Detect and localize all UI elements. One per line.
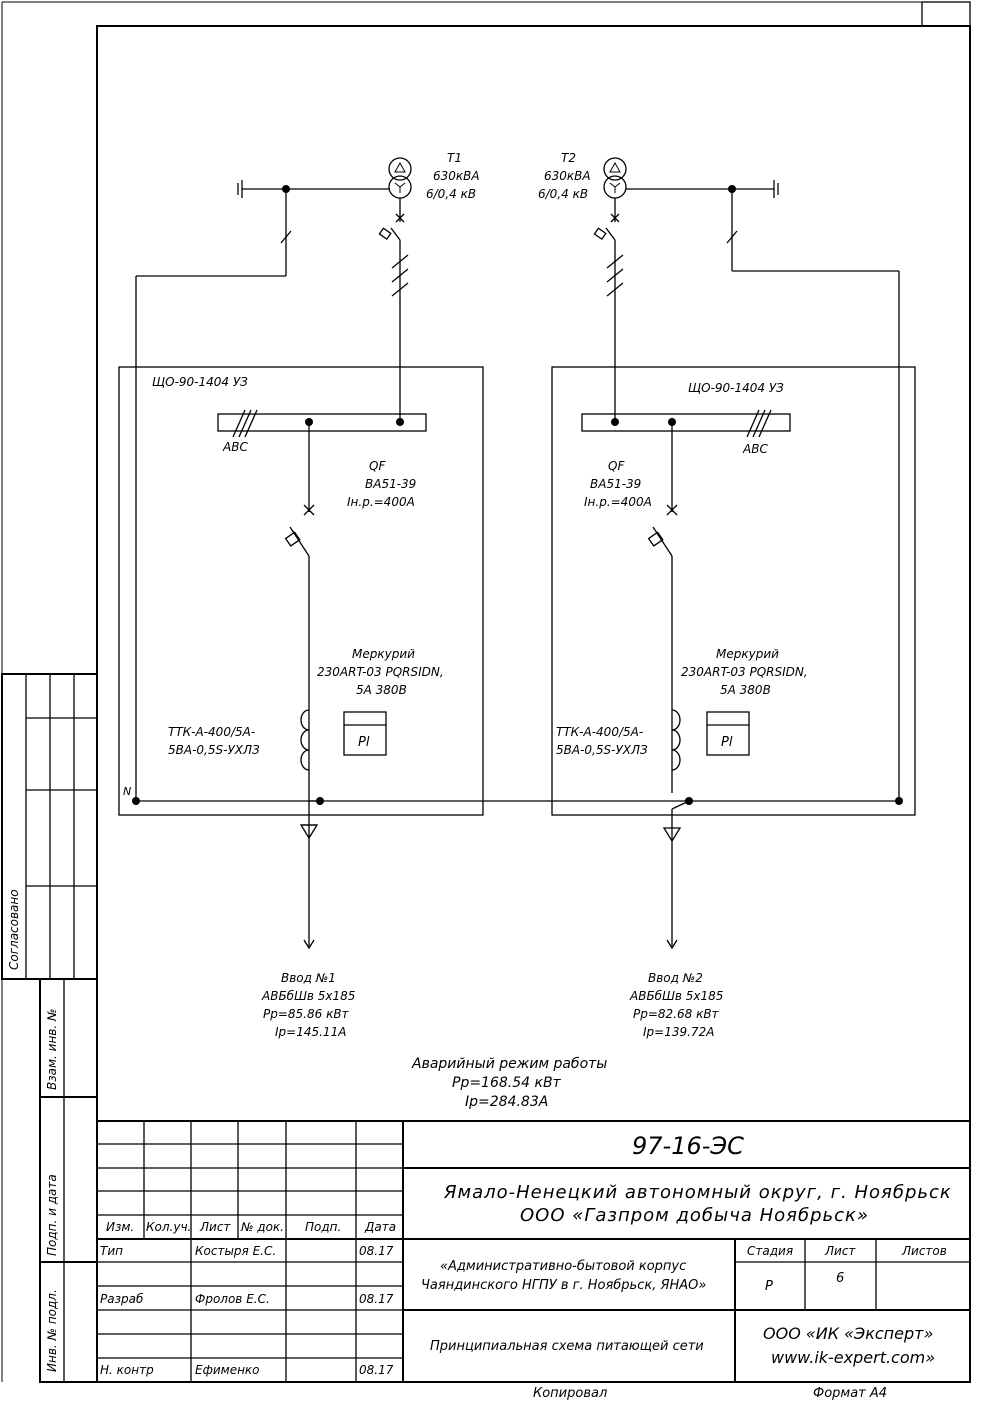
t1-name: T1: [447, 151, 462, 165]
row-role-1: Разраб: [100, 1292, 144, 1306]
input-2-power: Pp=82.68 кВт: [633, 1007, 720, 1021]
sheet-label: Лист: [824, 1244, 856, 1258]
panel-1: ЩО-90-1404 УЗ ABC QF ВА51-39 Iн.р.=400А …: [118, 366, 484, 816]
row-name-2: Ефименко: [195, 1363, 260, 1377]
row-date-0: 08.17: [359, 1244, 394, 1258]
panel-1-name: ЩО-90-1404 УЗ: [152, 375, 248, 389]
panel-2: ЩО-90-1404 УЗ ABC QF ВА51-39 Iн.р.=400А …: [551, 366, 916, 816]
panel-1-breaker-code: QF: [369, 459, 386, 473]
panel-2-ct-line1: ТТК-А-400/5А-: [556, 725, 643, 739]
agreed-label: Согласовано: [7, 889, 21, 970]
supply-network: T1 630кВА 6/0,4 кВ T2 630кВА 6/0,4 кВ: [135, 151, 900, 801]
sheets-label: Листов: [901, 1244, 947, 1258]
feeder-2: [662, 809, 682, 950]
col-doc: № док.: [240, 1220, 284, 1234]
panel-2-meter-model: 230ART-03 PQRSIDN,: [681, 665, 808, 679]
left-stamp: Согласовано Взам. инв. № Подп. и дата Ин…: [1, 673, 98, 1383]
panel-1-bus-phases: ABC: [222, 440, 248, 454]
panel-1-meter-rating: 5А 380В: [356, 683, 407, 697]
t2-voltage: 6/0,4 кВ: [538, 187, 588, 201]
t1-voltage: 6/0,4 кВ: [426, 187, 476, 201]
stage-label: Стадия: [747, 1244, 793, 1258]
row-role-2: Н. контр: [100, 1363, 154, 1377]
footer-format: Формат А4: [813, 1386, 887, 1401]
panel-1-busbar: [217, 413, 427, 432]
panel-2-busbar: [581, 413, 791, 432]
drawing-title: Принципиальная схема питающей сети: [430, 1339, 704, 1354]
feeder-1: [299, 801, 319, 950]
col-podp: Подп.: [305, 1220, 341, 1234]
row-date-1: 08.17: [359, 1292, 394, 1306]
t2-power: 630кВА: [544, 169, 591, 183]
panel-2-breaker-code: QF: [608, 459, 625, 473]
panel-2-meter-icon: Pl: [706, 711, 750, 756]
panel-1-breaker-icon: [284, 526, 310, 557]
neutral-label: N: [123, 785, 131, 798]
footer-copied: Копировал: [533, 1386, 607, 1401]
sheet-value: 6: [836, 1271, 844, 1286]
drawing-frame: [1, 1, 971, 1383]
col-izm: Изм.: [106, 1220, 134, 1234]
col-date: Дата: [364, 1220, 396, 1234]
t2-disconnector-icon: [593, 227, 616, 241]
row-name-0: Костыря Е.С.: [195, 1244, 276, 1258]
emergency-power: Pp=168.54 кВт: [452, 1075, 562, 1091]
panel-1-breaker-current: Iн.р.=400А: [347, 495, 415, 509]
transformer-t2-icon: [603, 157, 627, 199]
panel-2-breaker-type: ВА51-39: [590, 477, 641, 491]
neutral-bus: N: [123, 785, 903, 810]
emergency-current: Ip=284.83А: [465, 1094, 548, 1110]
panel-1-meter-model: 230ART-03 PQRSIDN,: [317, 665, 444, 679]
region: Ямало-Ненецкий автономный округ, г. Нояб…: [443, 1182, 952, 1203]
input-2-cable: АВБбШв 5х185: [629, 989, 723, 1003]
panel-1-meter-name: Меркурий: [352, 647, 415, 661]
doc-code: 97-16-ЭС: [632, 1132, 744, 1160]
col-list: Лист: [199, 1220, 231, 1234]
panel-2-name: ЩО-90-1404 УЗ: [688, 381, 784, 395]
input-2-current: Ip=139.72А: [643, 1025, 714, 1039]
svg-text:Pl: Pl: [721, 735, 733, 750]
t1-disconnector-icon: [378, 227, 401, 241]
panel-1-meter-icon: Pl: [343, 711, 387, 756]
row-role-0: Тип: [100, 1244, 123, 1258]
replaced-inv-label: Взам. инв. №: [45, 1009, 59, 1090]
col-kol: Кол.уч.: [146, 1220, 191, 1234]
panel-1-current-transformer-icon: [300, 709, 310, 771]
input-2-title: Ввод №2: [648, 971, 703, 985]
svg-text:Pl: Pl: [358, 735, 370, 750]
panel-1-breaker-type: ВА51-39: [365, 477, 416, 491]
input-1-current: Ip=145.11А: [275, 1025, 346, 1039]
firm-name: ООО «ИК «Эксперт»: [763, 1324, 933, 1343]
t2-name: T2: [561, 151, 576, 165]
sign-date-label: Подп. и дата: [45, 1174, 59, 1256]
inv-number-label: Инв. № подл.: [45, 1289, 59, 1372]
title-block: Изм. Кол.уч. Лист № док. Подп. Дата Тип …: [97, 1120, 970, 1382]
panel-2-meter-name: Меркурий: [716, 647, 779, 661]
input-1-cable: АВБбШв 5х185: [261, 989, 355, 1003]
input-1-title: Ввод №1: [281, 971, 336, 985]
panel-2-ct-line2: 5ВА-0,5S-УХЛЗ: [556, 743, 648, 757]
t1-power: 630кВА: [433, 169, 480, 183]
company: ООО «Газпром добыча Ноябрьск»: [520, 1205, 869, 1226]
panel-1-ct-line2: 5ВА-0,5S-УХЛЗ: [168, 743, 260, 757]
panel-2-breaker-current: Iн.р.=400А: [584, 495, 652, 509]
firm-site: www.ik-expert.com»: [771, 1348, 935, 1367]
object-line2: Чаяндинского НГПУ в г. Ноябрьск, ЯНАО»: [421, 1278, 706, 1293]
panel-2-bus-phases: ABC: [742, 442, 768, 456]
row-name-1: Фролов Е.С.: [195, 1292, 270, 1306]
emergency-title: Аварийный режим работы: [411, 1056, 607, 1072]
object-line1: «Административно-бытовой корпус: [440, 1259, 686, 1274]
transformer-t1-icon: [388, 157, 412, 199]
row-date-2: 08.17: [359, 1363, 394, 1377]
input-1-power: Pp=85.86 кВт: [263, 1007, 350, 1021]
panel-2-current-transformer-icon: [671, 709, 681, 771]
panel-2-breaker-icon: [647, 526, 673, 557]
stage-value: Р: [765, 1279, 773, 1294]
panel-2-meter-rating: 5А 380В: [720, 683, 771, 697]
panel-1-ct-line1: ТТК-А-400/5А-: [168, 725, 255, 739]
